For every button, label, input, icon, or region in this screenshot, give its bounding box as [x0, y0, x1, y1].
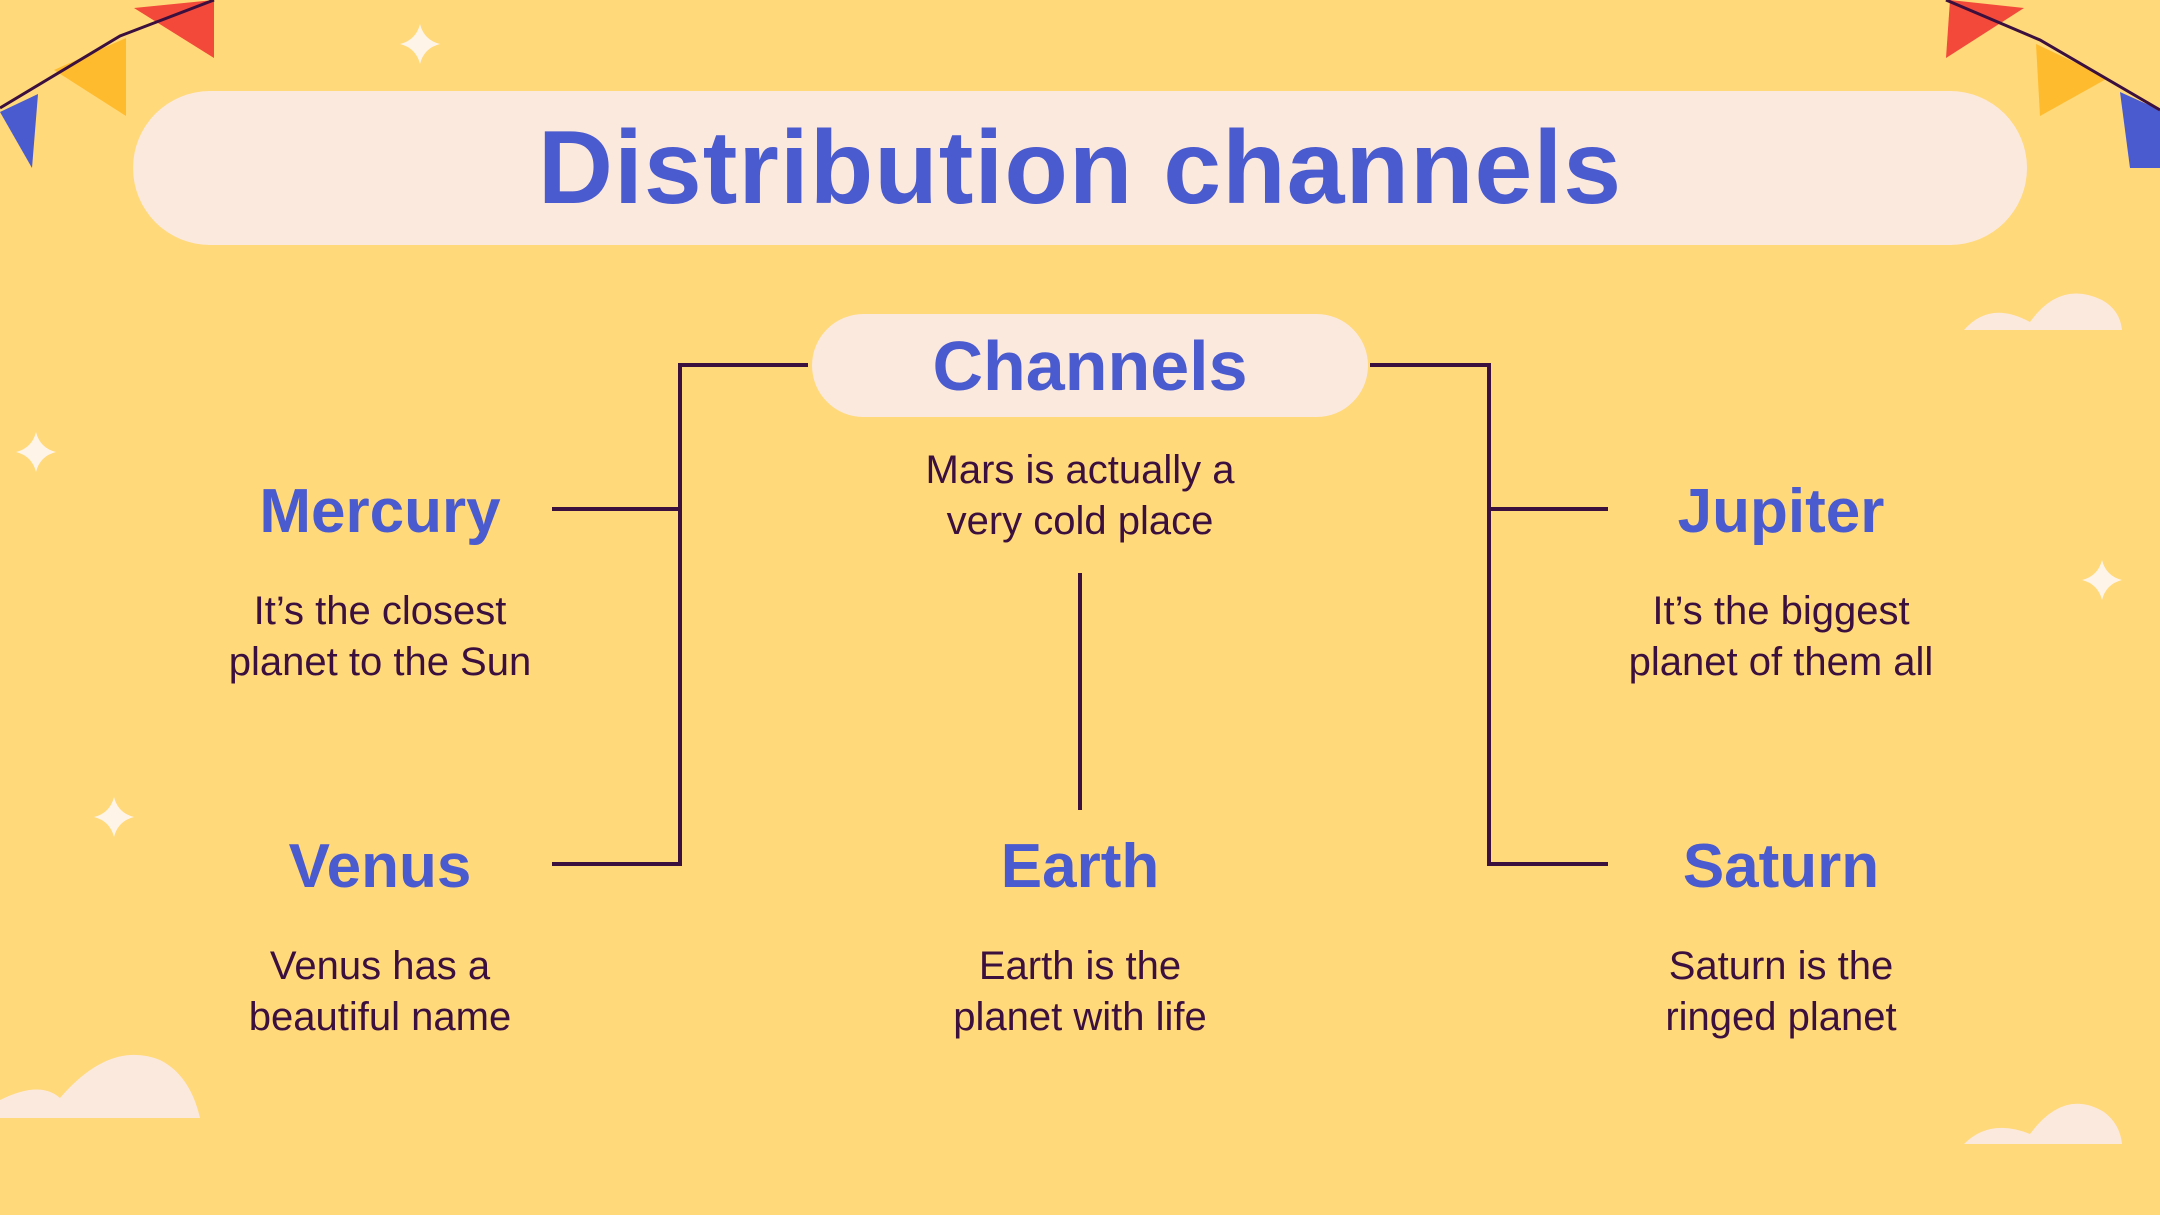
- cloud-icon: [1964, 1103, 2122, 1144]
- node-title-venus: Venus: [288, 832, 472, 901]
- desc-line2: planet to the Sun: [228, 640, 532, 684]
- node-desc-venus: Venus has a beautiful name: [170, 941, 590, 1043]
- cloud-icon: [1964, 293, 2122, 330]
- center-node-description: Mars is actually a very cold place: [870, 445, 1290, 547]
- sparkle-icon: [16, 432, 56, 472]
- node-title-saturn: Saturn: [1682, 832, 1880, 901]
- node-desc-earth: Earth is the planet with life: [870, 941, 1290, 1043]
- connector-lines: [552, 363, 1608, 866]
- node-desc-saturn: Saturn is the ringed planet: [1571, 941, 1991, 1043]
- desc-line2: planet of them all: [1628, 640, 1934, 684]
- desc-line2: planet with life: [953, 995, 1207, 1039]
- desc-line1: It’s the biggest: [1652, 589, 1910, 633]
- desc-line2: beautiful name: [248, 995, 512, 1039]
- node-title-jupiter: Jupiter: [1677, 477, 1885, 546]
- node-desc-jupiter: It’s the biggest planet of them all: [1571, 586, 1991, 688]
- connector-right: [1370, 363, 1608, 866]
- flag-red-left: [134, 0, 214, 58]
- cloud-icon: [0, 1054, 200, 1118]
- flag-blue-left: [0, 94, 38, 168]
- sparkle-icon: [94, 797, 134, 837]
- desc-line1: Earth is the: [978, 944, 1182, 988]
- center-node-title: Channels: [932, 326, 1248, 405]
- flag-yellow-right: [2036, 44, 2108, 116]
- center-desc-line1: Mars is actually a: [925, 448, 1235, 492]
- sparkle-icon: [400, 24, 440, 64]
- flag-red-right: [1946, 0, 2024, 58]
- desc-line2: ringed planet: [1665, 995, 1897, 1039]
- desc-line1: It’s the closest: [253, 589, 507, 633]
- desc-line1: Saturn is the: [1668, 944, 1894, 988]
- node-desc-mercury: It’s the closest planet to the Sun: [170, 586, 590, 688]
- center-node-pill: Channels: [812, 314, 1368, 417]
- connector-left: [552, 363, 808, 866]
- sparkle-icon: [2082, 560, 2122, 600]
- center-desc-line2: very cold place: [946, 499, 1214, 543]
- node-title-earth: Earth: [1000, 832, 1160, 901]
- node-title-mercury: Mercury: [259, 477, 501, 546]
- title-banner: Distribution channels: [133, 91, 2027, 245]
- flag-yellow-left: [54, 38, 126, 116]
- desc-line1: Venus has a: [269, 944, 491, 988]
- bunting-top-left: [0, 0, 215, 168]
- page-title: Distribution channels: [537, 110, 1623, 226]
- bunting-top-right: [1945, 0, 2160, 168]
- flag-blue-right: [2120, 92, 2160, 168]
